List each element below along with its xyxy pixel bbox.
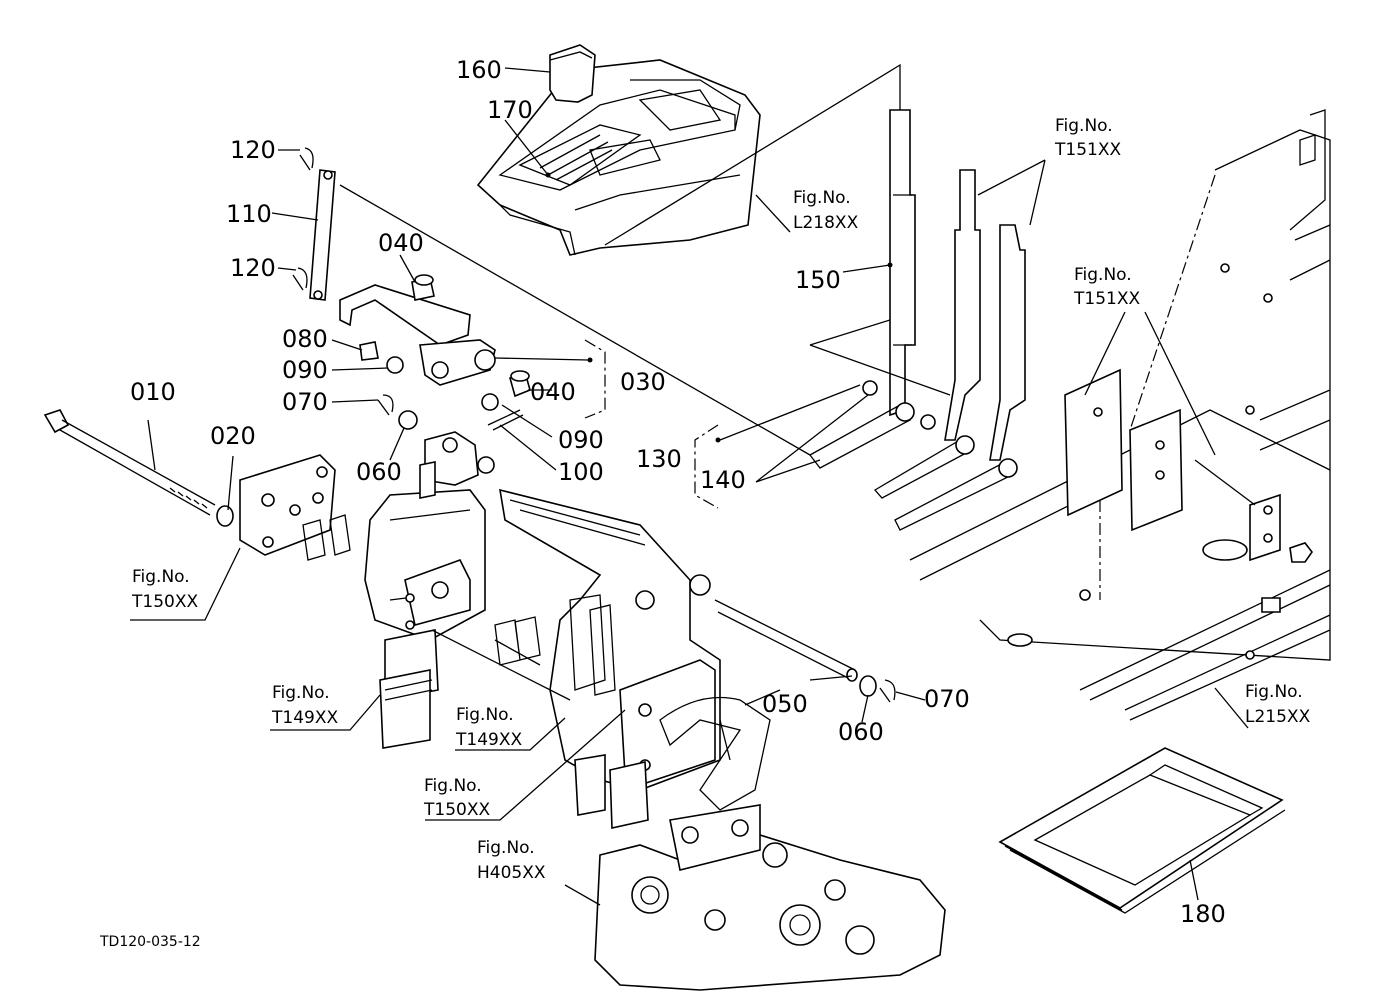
callout-140: 140 <box>700 466 746 494</box>
callout-090-left: 090 <box>282 356 328 384</box>
fig-ref-l218: L218XX <box>793 213 859 233</box>
callout-110: 110 <box>226 200 272 228</box>
group-bracket-130 <box>694 384 861 509</box>
reference-lines <box>339 63 951 701</box>
part-callouts: 160 170 120 110 120 040 080 090 070 060 … <box>130 56 1226 928</box>
lever-shafts <box>809 380 1018 531</box>
callout-090-right: 090 <box>558 426 604 454</box>
fig-label-t151-top: Fig.No. <box>1055 116 1113 136</box>
callout-120-top: 120 <box>230 136 276 164</box>
fig-label-t150-center: Fig.No. <box>424 776 482 796</box>
callout-020: 020 <box>210 422 256 450</box>
group-bracket-030 <box>494 339 606 419</box>
end-plate <box>239 454 351 561</box>
arm-bracket-030 <box>339 274 531 431</box>
callout-050: 050 <box>762 690 808 718</box>
fig-ref-t151-mid: T151XX <box>1073 289 1140 309</box>
console-cover <box>476 59 761 256</box>
lever-3 <box>989 224 1026 461</box>
callout-100: 100 <box>558 458 604 486</box>
frame-plate <box>909 109 1331 661</box>
lever-2 <box>944 169 981 441</box>
figure-references: Fig.No. L218XX Fig.No. T151XX Fig.No. T1… <box>131 116 1311 883</box>
fig-label-l218: Fig.No. <box>793 188 851 208</box>
link-110 <box>292 147 336 301</box>
callout-150: 150 <box>795 266 841 294</box>
callout-040-right: 040 <box>530 378 576 406</box>
bolt-010 <box>43 409 234 527</box>
callout-080: 080 <box>282 325 328 353</box>
rod-050 <box>714 599 896 703</box>
callout-070-right: 070 <box>924 685 970 713</box>
callout-180: 180 <box>1180 900 1226 928</box>
fig-label-l215: Fig.No. <box>1245 682 1303 702</box>
fig-label-t151-mid: Fig.No. <box>1074 265 1132 285</box>
fig-ref-t150-center: T150XX <box>423 800 490 820</box>
callout-120-bottom: 120 <box>230 254 276 282</box>
drawing-code: TD120-035-12 <box>99 934 201 950</box>
fig-ref-l215: L215XX <box>1245 707 1311 727</box>
fig-ref-t150-left: T150XX <box>131 592 198 612</box>
fig-ref-t149-left: T149XX <box>271 708 338 728</box>
callout-160: 160 <box>456 56 502 84</box>
linkage-rods-right <box>1079 569 1331 721</box>
control-valve <box>364 431 495 749</box>
fig-label-h405: Fig.No. <box>477 838 535 858</box>
lever-150 <box>889 109 916 417</box>
valve-bank <box>494 488 721 829</box>
callout-170: 170 <box>487 96 533 124</box>
callout-040-top: 040 <box>378 229 424 257</box>
callout-060-right: 060 <box>838 718 884 746</box>
fig-ref-t151-top: T151XX <box>1054 140 1121 160</box>
callout-060-left: 060 <box>356 458 402 486</box>
knob <box>549 44 596 103</box>
callout-070-left: 070 <box>282 388 328 416</box>
leader-lines <box>130 67 1249 906</box>
fig-ref-t149-center: T149XX <box>455 730 522 750</box>
hydraulic-block <box>594 689 946 991</box>
fig-label-t149-center: Fig.No. <box>456 705 514 725</box>
manual-book <box>998 747 1286 914</box>
callout-030: 030 <box>620 368 666 396</box>
callout-130: 130 <box>636 445 682 473</box>
fig-label-t149-left: Fig.No. <box>272 683 330 703</box>
fig-label-t150-left: Fig.No. <box>132 567 190 587</box>
bracket-plates <box>1064 368 1313 563</box>
callout-010: 010 <box>130 378 176 406</box>
fig-ref-h405: H405XX <box>477 863 546 883</box>
